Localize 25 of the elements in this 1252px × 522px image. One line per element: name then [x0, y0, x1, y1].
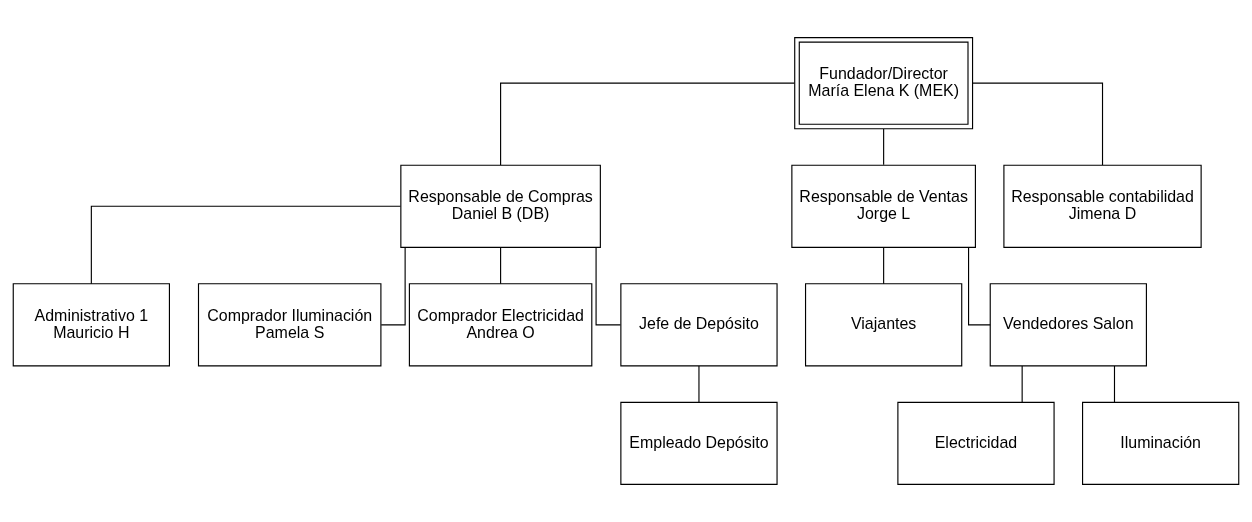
- connector: [1113, 365, 1116, 403]
- connector: [883, 128, 885, 166]
- node-box: Vendedores Salon: [989, 283, 1147, 367]
- node-box: Jefe de Depósito: [620, 283, 778, 367]
- node-box: Responsable de Compras Daniel B (DB): [400, 164, 601, 248]
- connector: [90, 205, 402, 285]
- node-box: Electricidad: [897, 401, 1055, 485]
- node-box: Comprador Iluminación Pamela S: [197, 283, 382, 367]
- connector: [883, 246, 885, 285]
- node-box: Viajantes: [804, 283, 963, 367]
- connector: [698, 365, 700, 403]
- node-box: Empleado Depósito: [620, 401, 778, 485]
- connector: [380, 246, 406, 326]
- node-box: Comprador Electricidad Andrea O: [408, 283, 593, 367]
- connector: [968, 246, 991, 326]
- connector: [500, 82, 795, 166]
- node-box: Iluminación: [1082, 401, 1240, 485]
- connector: [1021, 365, 1023, 403]
- connector: [500, 246, 502, 285]
- connector: [972, 82, 1104, 166]
- node-box: Responsable de Ventas Jorge L: [791, 164, 976, 248]
- node-box: Administrativo 1 Mauricio H: [12, 283, 170, 367]
- node-box: Responsable contabilidad Jimena D: [1003, 164, 1202, 248]
- node-box: Fundador/Director María Elena K (MEK): [794, 37, 974, 130]
- connector: [595, 246, 622, 326]
